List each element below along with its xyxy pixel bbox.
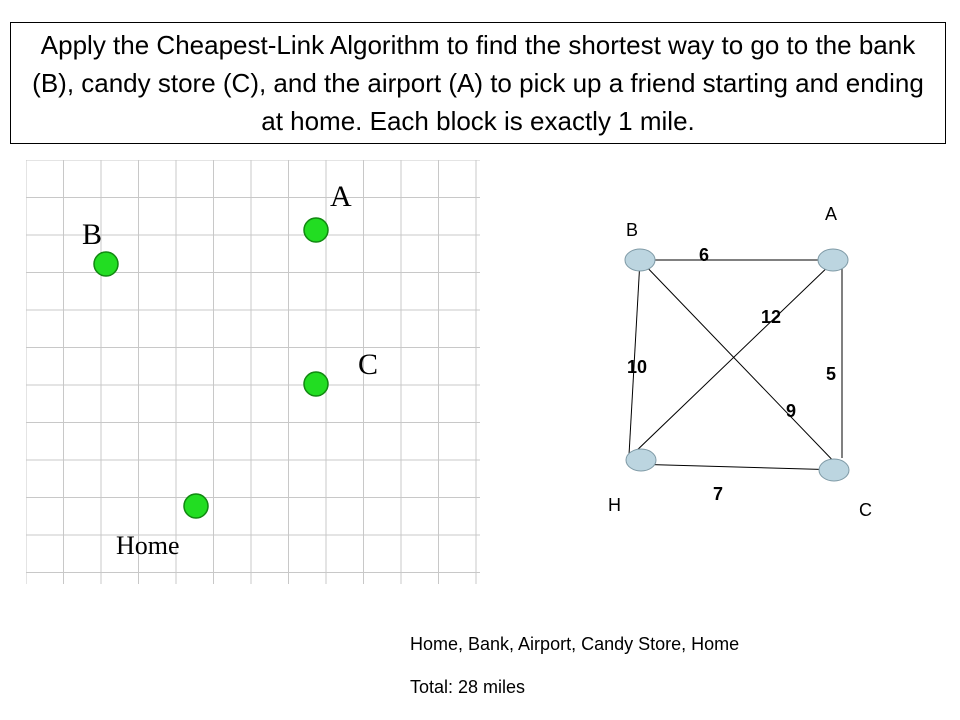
edge-b-c [639,259,843,471]
edge-h-c [631,463,843,471]
edge-h-a [631,261,834,456]
node-label-a: A [825,204,837,224]
graph-edges [628,259,843,471]
map-label-home: Home [116,531,180,560]
node-label-c: C [859,500,872,520]
candy-store-point [303,371,329,397]
answer-route: Home, Bank, Airport, Candy Store, Home [410,634,740,654]
problem-statement: Apply the Cheapest-Link Algorithm to fin… [32,30,924,136]
airport-point [303,217,329,243]
map-label-airport: A [330,180,352,213]
node-c [818,458,850,482]
map-label-candy-store: C [358,348,378,381]
answer-total: Total: 28 miles [410,677,526,697]
map-label-bank: B [82,218,102,251]
home-point [183,493,209,519]
edge-b-h [628,259,641,456]
node-a [817,248,849,272]
node-label-b: B [626,220,638,240]
title-box: Apply the Cheapest-Link Algorithm to fin… [10,22,946,144]
edge-weight-b-c: 9 [786,401,796,421]
edge-weight-a-c: 5 [826,364,836,384]
edge-weight-h-c: 7 [713,484,723,504]
edge-weight-b-h: 10 [627,357,647,377]
bank-point [93,251,119,277]
node-h [625,448,657,472]
node-label-h: H [608,495,621,515]
street-grid-map: B A C Home [26,160,480,584]
edge-weight-b-a: 6 [699,245,709,265]
weighted-graph: B A H C 6 12 10 5 9 7 [608,204,872,520]
graph-nodes [624,248,850,482]
map-grid [26,160,480,584]
edge-weight-h-a: 12 [761,307,781,327]
node-b [624,248,656,272]
